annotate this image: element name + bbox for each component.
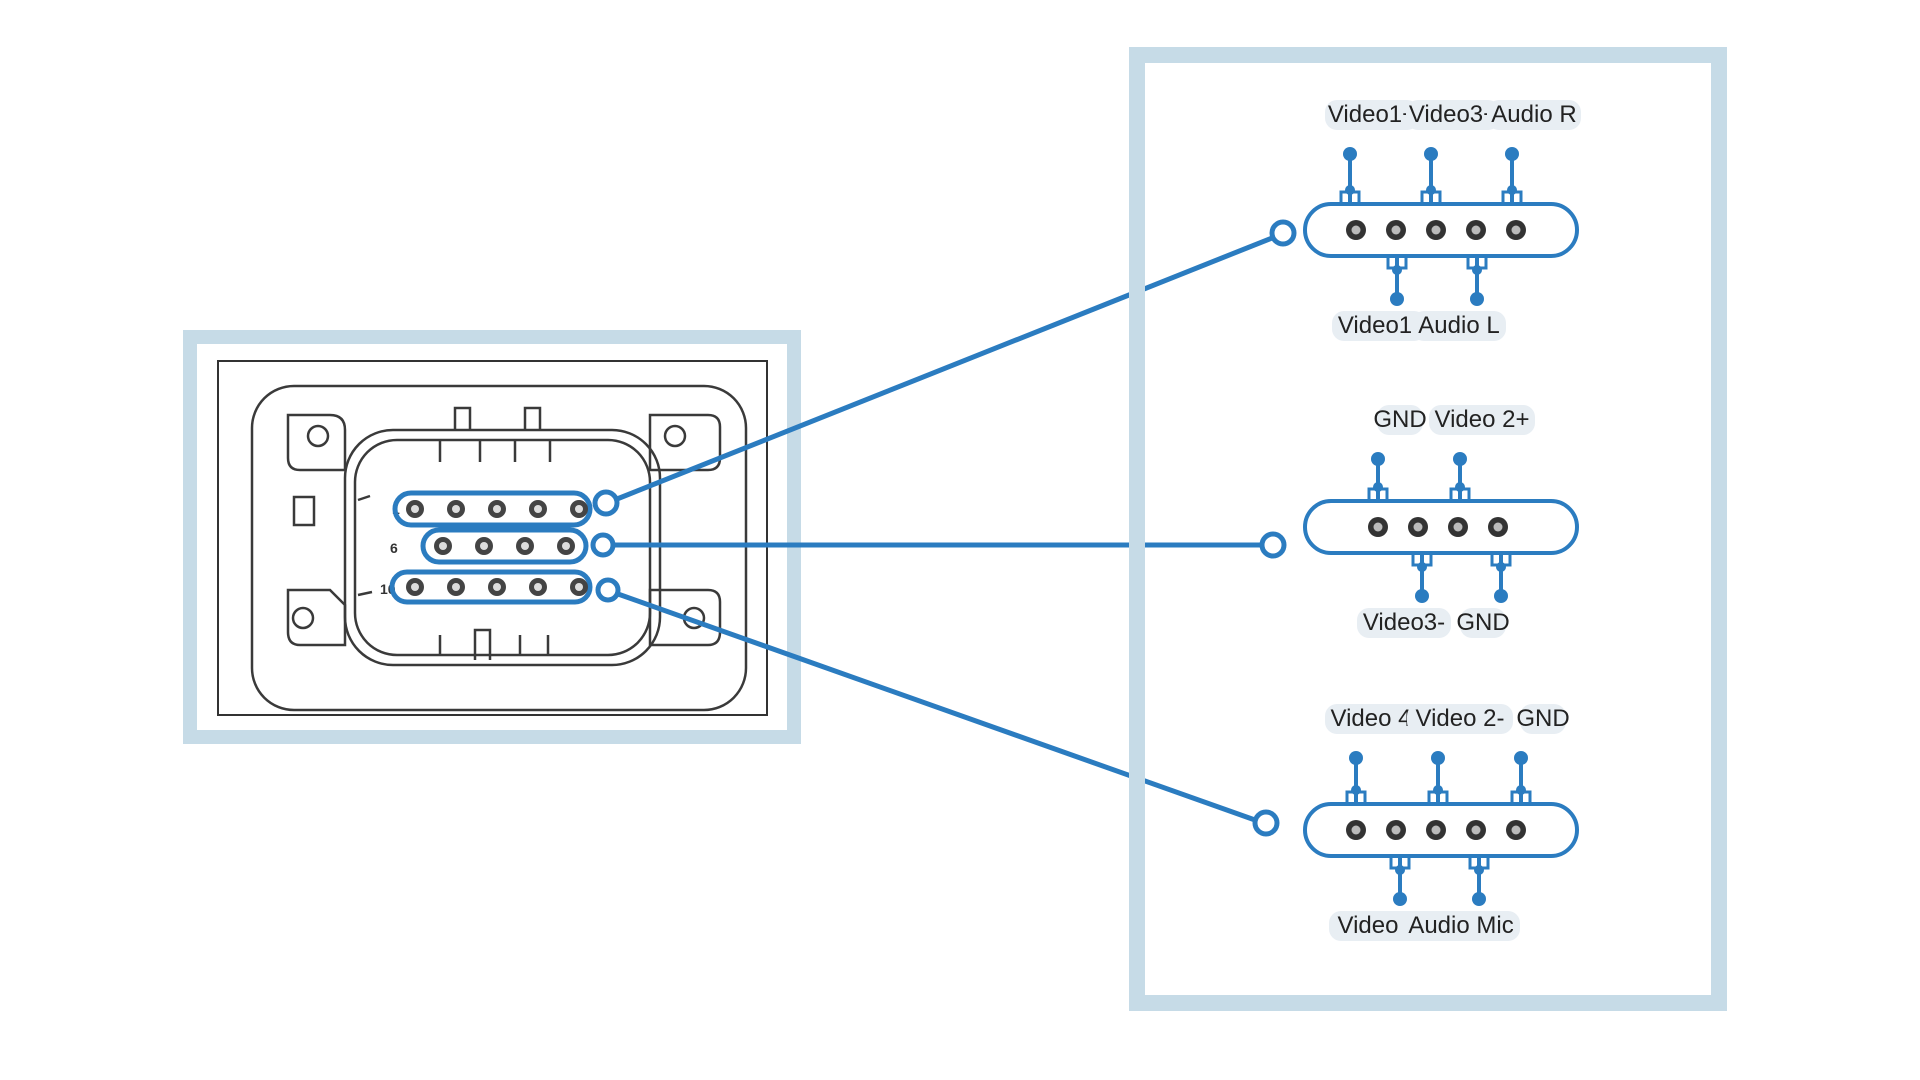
leader-line-row-3 xyxy=(617,591,1256,823)
pin-lead-bottom xyxy=(1386,258,1408,306)
connector-pin-rows xyxy=(389,489,621,605)
pin-label-top: Video3+ xyxy=(1409,101,1497,128)
pinout-pin-core xyxy=(1351,225,1361,235)
pin-label-chip xyxy=(1406,100,1500,130)
pin-label-chip xyxy=(1412,311,1506,341)
pinout-row-3-anchor xyxy=(1252,809,1280,837)
connector-pin-core xyxy=(493,583,501,591)
connector-row-2-anchor xyxy=(590,532,616,558)
pinout-row-1: Video1+Video3+Audio R Video1-Audio L xyxy=(1303,100,1581,341)
pin-label-bottom: Audio L xyxy=(1418,312,1499,339)
pinout-pin-core xyxy=(1373,522,1383,532)
connector-row-3-highlight xyxy=(389,569,593,605)
pinout-pin-core xyxy=(1351,825,1361,835)
pin-lead-top xyxy=(1501,147,1523,202)
pinout-pin-core xyxy=(1471,225,1481,235)
pinout-pin-core xyxy=(1471,825,1481,835)
connector-frame xyxy=(183,330,801,744)
pin-label-chip xyxy=(1357,608,1451,638)
pin-label-top: Video1+ xyxy=(1328,101,1416,128)
connector-pin-core xyxy=(452,505,460,513)
connector-pin-core xyxy=(534,505,542,513)
pinout-pin-core xyxy=(1391,825,1401,835)
pin-label-chip xyxy=(1487,100,1581,130)
pinout-row-2: GND Video 2+ Video3- GND xyxy=(1303,405,1579,638)
pin-lead-top xyxy=(1345,751,1367,802)
pin-lead-bottom xyxy=(1389,858,1411,906)
connector-pin-core xyxy=(521,542,529,550)
connector-pin-core xyxy=(493,505,501,513)
pin-label-top: Video 2+ xyxy=(1435,406,1530,433)
pin-lead-bottom xyxy=(1490,555,1512,603)
pin-lead-top xyxy=(1420,147,1442,202)
connector-pin-core xyxy=(534,583,542,591)
pinout-row-1-anchor xyxy=(1269,219,1297,247)
connector-pin-core xyxy=(480,542,488,550)
pin-lead-top xyxy=(1449,452,1471,499)
pinout-pin-core xyxy=(1453,522,1463,532)
pin-label-chip xyxy=(1429,405,1535,435)
pin-lead-top xyxy=(1367,452,1389,499)
connector-panel: 1 6 10 xyxy=(183,330,801,744)
connector-pin-core xyxy=(411,505,419,513)
pin-label-chip xyxy=(1332,311,1426,341)
pin-lead-top xyxy=(1510,751,1532,802)
connector-pin-core xyxy=(439,542,447,550)
pinout-row-2-anchor xyxy=(1259,531,1287,559)
connector-row-1-anchor xyxy=(592,489,620,517)
connector-pin-core xyxy=(411,583,419,591)
pin-label-top: GND xyxy=(1516,705,1569,732)
pin-lead-bottom xyxy=(1468,858,1490,906)
connector-row-1-highlight xyxy=(392,490,593,528)
pin-label-bottom: Video3- xyxy=(1363,609,1445,636)
pinout-pin-core xyxy=(1431,825,1441,835)
pinout-pin-core xyxy=(1431,225,1441,235)
pin-lead-top xyxy=(1427,751,1449,802)
pin-lead-bottom xyxy=(1411,555,1433,603)
pinout-row-housing xyxy=(1303,499,1579,555)
connector-pin-core xyxy=(575,505,583,513)
pin-label-bottom: GND xyxy=(1456,609,1509,636)
pin-label-chip xyxy=(1460,608,1506,638)
leader-line-row-1 xyxy=(616,233,1278,502)
pin-label-top: GND xyxy=(1373,406,1426,433)
pin-label-bottom: Video1- xyxy=(1338,312,1420,339)
pinout-pin-core xyxy=(1493,522,1503,532)
pin-label-chip xyxy=(1402,911,1520,941)
pin-label-chip xyxy=(1377,405,1423,435)
row-number-6: 6 xyxy=(390,540,398,556)
pinout-pin-core xyxy=(1511,825,1521,835)
connector-pin-core xyxy=(575,583,583,591)
pin-label-bottom: Audio Mic xyxy=(1408,912,1513,939)
connector-row-3-anchor xyxy=(595,577,621,603)
leader-lines xyxy=(614,233,1278,823)
pinout-panel-frame xyxy=(1129,47,1727,1011)
pin-label-top: Video 2- xyxy=(1416,705,1505,732)
pin-label-chip xyxy=(1325,704,1431,734)
pinout-rows: Video1+Video3+Audio R Video1-Audio L GND Vi… xyxy=(1303,100,1581,941)
pinout-pin-core xyxy=(1511,225,1521,235)
pin-lead-bottom xyxy=(1466,258,1488,306)
pin-label-chip xyxy=(1325,100,1419,130)
pin-label-chip xyxy=(1407,704,1513,734)
connector-pin-core xyxy=(452,583,460,591)
pin-lead-top xyxy=(1339,147,1361,202)
connector-row-2-highlight xyxy=(420,527,589,565)
pin-label-top: Audio R xyxy=(1491,101,1576,128)
connector-pin-core xyxy=(562,542,570,550)
pinout-pin-core xyxy=(1391,225,1401,235)
pinout-pin-core xyxy=(1413,522,1423,532)
pin-label-chip xyxy=(1520,704,1566,734)
